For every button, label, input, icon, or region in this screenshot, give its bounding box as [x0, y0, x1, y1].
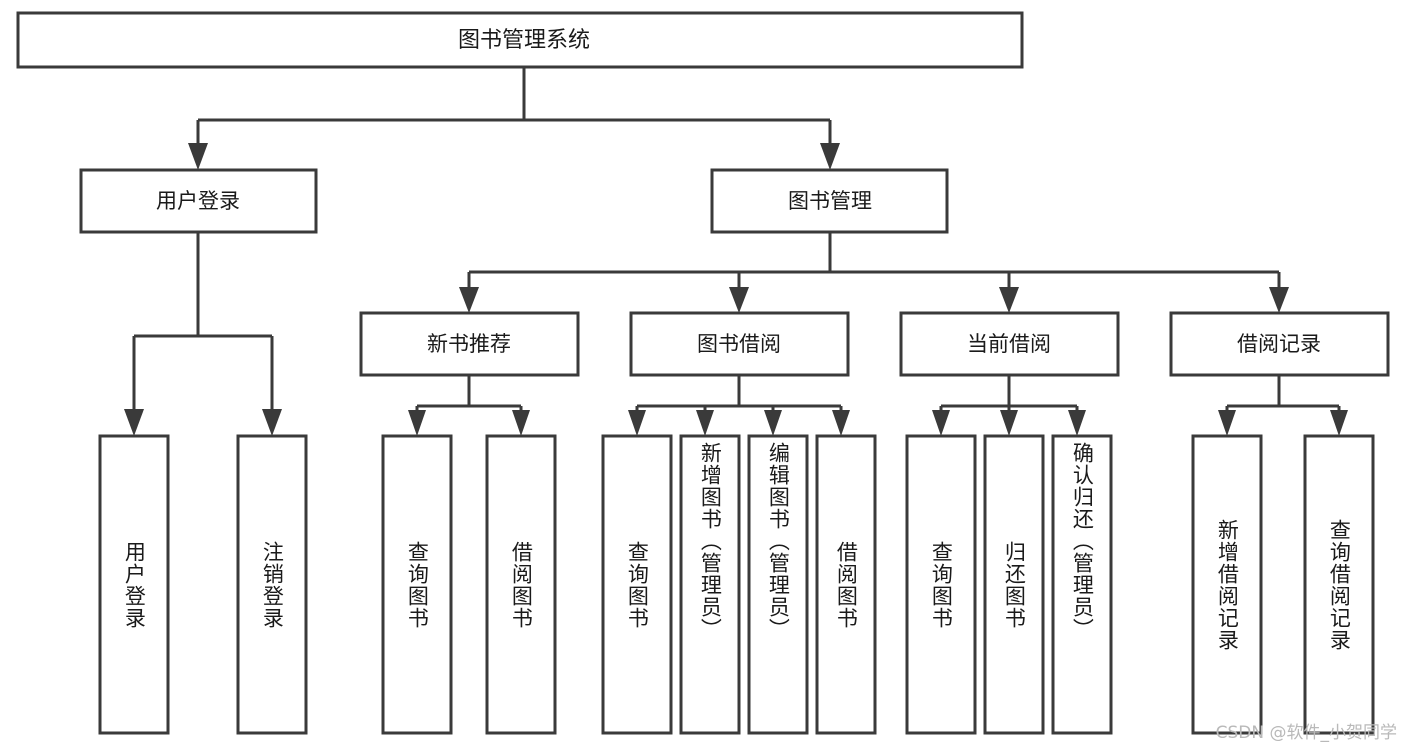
- arrow-leaf-query-record: [1330, 410, 1348, 436]
- leaf-query-book-1-box[interactable]: [381, 434, 453, 735]
- root-label: 图书管理系统: [458, 28, 590, 53]
- arrow-leaf-query-book-1: [408, 410, 426, 436]
- leaf-edit-book-box[interactable]: [747, 434, 809, 735]
- arrow-leaf-borrow-book-2: [832, 410, 850, 436]
- node-user-login[interactable]: 用户登录: [79, 168, 318, 234]
- arrow-book-borrow: [729, 287, 749, 313]
- node-book-manage[interactable]: 图书管理: [710, 168, 949, 234]
- arrow-leaf-add-record: [1218, 410, 1236, 436]
- node-current-borrow[interactable]: 当前借阅: [899, 311, 1120, 377]
- leaf-borrow-book-2-box[interactable]: [815, 434, 877, 735]
- leaf-user-login-box[interactable]: [98, 434, 170, 735]
- arrow-leaf-edit-book: [764, 410, 782, 436]
- node-borrow-record[interactable]: 借阅记录: [1169, 311, 1390, 377]
- borrow-record-box[interactable]: [1169, 311, 1390, 377]
- arrow-current-borrow: [999, 287, 1019, 313]
- book-manage-label: 图书管理: [788, 189, 872, 213]
- arrow-leaf-borrow-book-1: [512, 410, 530, 436]
- current-borrow-box[interactable]: [899, 311, 1120, 377]
- leaf-add-book-box[interactable]: [679, 434, 741, 735]
- leaf-borrow-book-1-box[interactable]: [485, 434, 557, 735]
- arrow-leaf-logout-login: [262, 409, 282, 436]
- arrow-borrow-record: [1269, 287, 1289, 313]
- arrow-leaf-user-login: [124, 409, 144, 436]
- current-borrow-label: 当前借阅: [967, 332, 1051, 356]
- arrow-leaf-query-book-3: [932, 410, 950, 436]
- leaf-confirm-return-box[interactable]: [1051, 434, 1113, 735]
- leaf-query-record-box[interactable]: [1303, 434, 1375, 735]
- connector-layer: [124, 67, 1348, 436]
- book-borrow-label: 图书借阅: [697, 332, 781, 356]
- borrow-record-label: 借阅记录: [1237, 332, 1321, 356]
- user-login-box[interactable]: [79, 168, 318, 234]
- new-book-recommend-label: 新书推荐: [427, 332, 511, 356]
- node-root[interactable]: 图书管理系统: [16, 11, 1024, 69]
- leaf-return-book-box[interactable]: [983, 434, 1045, 735]
- arrow-leaf-add-book: [696, 410, 714, 436]
- leaf-query-book-3-box[interactable]: [905, 434, 977, 735]
- book-manage-box[interactable]: [710, 168, 949, 234]
- user-login-label: 用户登录: [156, 189, 240, 213]
- arrow-leaf-query-book-2: [628, 410, 646, 436]
- node-book-borrow[interactable]: 图书借阅: [629, 311, 850, 377]
- arrow-leaf-return-book: [1000, 410, 1018, 436]
- arrow-new-book-recommend: [459, 287, 479, 313]
- arrow-book-manage: [820, 143, 840, 170]
- leaf-box-layer: [98, 434, 1375, 735]
- arrow-leaf-confirm-return: [1068, 410, 1086, 436]
- book-borrow-box[interactable]: [629, 311, 850, 377]
- leaf-query-book-2-box[interactable]: [601, 434, 673, 735]
- leaf-logout-login-box[interactable]: [236, 434, 308, 735]
- new-book-recommend-box[interactable]: [359, 311, 580, 377]
- root-box[interactable]: [16, 11, 1024, 69]
- node-new-book-recommend[interactable]: 新书推荐: [359, 311, 580, 377]
- arrow-user-login: [188, 143, 208, 170]
- leaf-add-record-box[interactable]: [1191, 434, 1263, 735]
